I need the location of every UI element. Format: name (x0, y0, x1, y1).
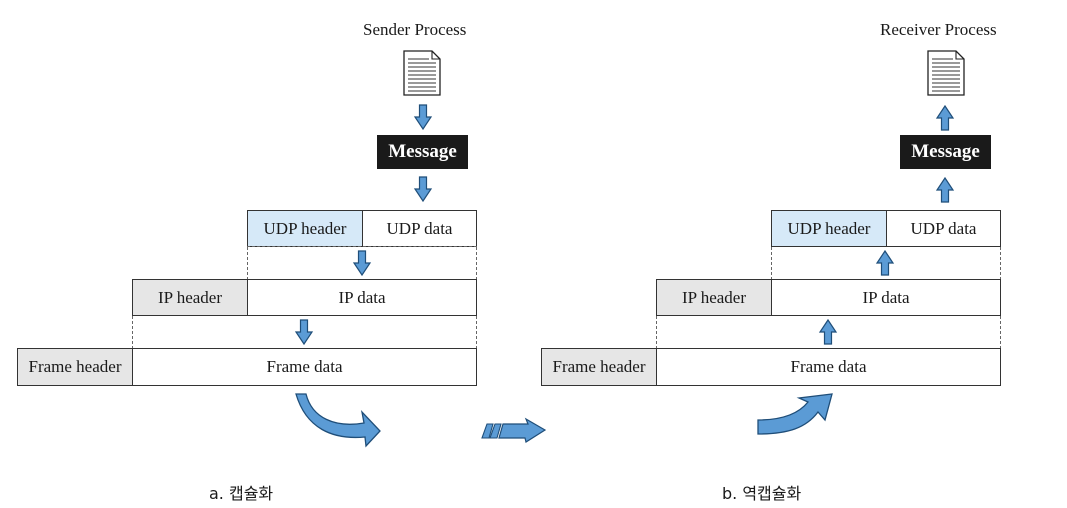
sender-message-box: Message (377, 135, 468, 169)
transmission-arrow-icon (481, 417, 547, 443)
receiver-ip-data: IP data (771, 279, 1001, 316)
receiver-udp-header: UDP header (771, 210, 887, 247)
sender-udp-dash-right (476, 247, 477, 280)
sender-curved-arrow-icon (295, 393, 381, 448)
receiver-ip-dash-left (656, 316, 657, 349)
arrow-down-icon (295, 319, 313, 345)
receiver-ip-dash-right (1000, 316, 1001, 349)
sender-udp-dash-left (247, 247, 248, 280)
arrow-down-icon (414, 176, 432, 202)
arrow-up-icon (876, 250, 894, 276)
sender-process-title: Sender Process (363, 20, 467, 39)
sender-frame-header: Frame header (17, 348, 133, 386)
sender-udp-data: UDP data (362, 210, 477, 247)
receiver-message-box: Message (900, 135, 991, 169)
receiver-udp-dash-left (771, 247, 772, 280)
arrow-down-icon (353, 250, 371, 276)
receiver-process-title: Receiver Process (880, 20, 997, 39)
decapsulation-caption: b. 역캡슐화 (722, 484, 802, 503)
receiver-curved-arrow-icon (757, 393, 833, 435)
receiver-frame-data: Frame data (656, 348, 1001, 386)
sender-ip-dash-left (132, 316, 133, 349)
sender-ip-dash-right (476, 316, 477, 349)
sender-document-icon (403, 50, 441, 96)
encapsulation-caption: a. 캡슐화 (209, 484, 274, 503)
arrow-up-icon (819, 319, 837, 345)
receiver-udp-data: UDP data (886, 210, 1001, 247)
arrow-up-icon (936, 105, 954, 131)
sender-frame-data: Frame data (132, 348, 477, 386)
sender-ip-data: IP data (247, 279, 477, 316)
sender-udp-dash-bottom (247, 246, 477, 247)
receiver-document-icon (927, 50, 965, 96)
receiver-frame-header: Frame header (541, 348, 657, 386)
arrow-down-icon (414, 104, 432, 130)
receiver-udp-dash-right (1000, 247, 1001, 280)
arrow-up-icon (936, 177, 954, 203)
